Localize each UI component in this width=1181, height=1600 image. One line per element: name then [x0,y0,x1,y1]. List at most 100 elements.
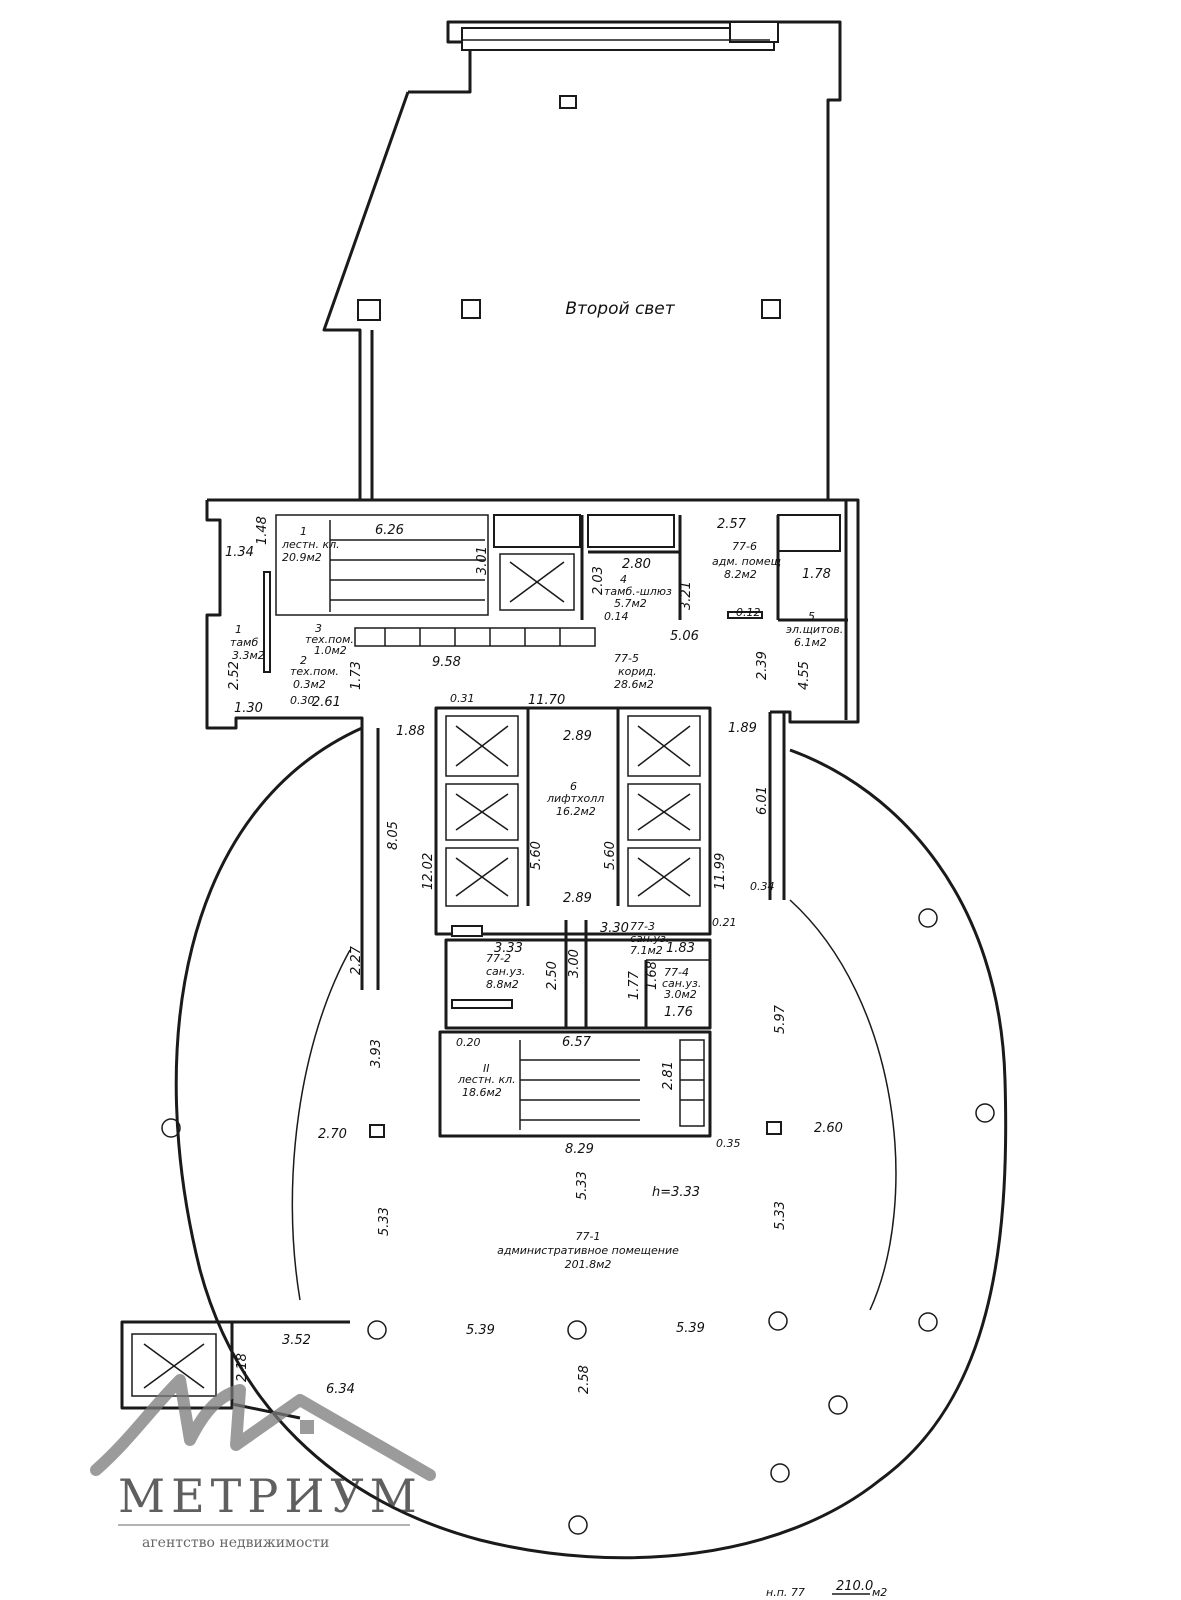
room-wc2-name: сан.уз. [486,965,525,978]
dim: 12.02 [421,853,436,890]
room-corr5-num: 77-5 [614,652,639,665]
room-tech3-num: 3 [315,622,322,635]
room-tech2-num: 2 [300,654,307,667]
dim: 2.89 [563,891,592,906]
room-wc3-num: 77-3 [630,920,655,933]
dim: 2.50 [545,961,560,990]
room-labels: 1 лестн. кл. 20.9м2 1 тамб 3.3м2 3 тех.п… [230,525,843,1271]
ceiling-height: h=3.33 [652,1185,700,1200]
total-area-note: н.п. 77 210.0 м2 [766,1579,887,1599]
small-lift [120,1320,350,1420]
dim: 0.21 [712,916,737,929]
room-lift6-name: лифтхолл [546,792,604,805]
room-admin6-num: 77-6 [732,540,757,553]
dim: 0.20 [456,1036,481,1049]
dim: 1.68 [645,961,660,990]
dim: 8.29 [565,1142,594,1157]
dim: 2.39 [755,651,770,680]
service-core [205,498,860,730]
room-panel5-num: 5 [808,610,815,623]
room-lift6-area: 16.2м2 [556,805,596,818]
room-tech3-name: тех.пом. [305,633,354,646]
dim: 5.60 [603,841,618,870]
dim: 3.52 [282,1333,311,1348]
dim: 1.89 [728,721,757,736]
watermark-window-icon [300,1420,314,1434]
dim: 5.33 [377,1207,392,1236]
room-corr5-area: 28.6м2 [614,678,654,691]
second-light-label: Второй свет [565,299,675,319]
dim: 5.33 [773,1201,788,1230]
room-wc2-area: 8.8м2 [486,978,519,991]
room-stair2-num: II [483,1062,490,1075]
room-admin6-area: 8.2м2 [724,568,757,581]
room-tech2-area: 0.3м2 [293,678,326,691]
dim: 3.00 [567,949,582,978]
room-stair2-name: лестн. кл. [457,1073,516,1086]
room-wc4-num: 77-4 [664,966,689,979]
dim: 2.27 [349,945,364,975]
elevator-block [434,706,712,936]
room-vest4-name: тамб.-шлюз [604,585,672,598]
dim: 6.26 [375,523,404,538]
room-wc4-area: 3.0м2 [664,988,697,1001]
dim: 2.18 [235,1353,250,1382]
dim: 0.31 [450,692,475,705]
room-wc3-area: 7.1м2 [630,944,663,957]
dim: 3.93 [369,1039,384,1068]
room-cloak1-name: тамб [230,636,258,649]
dim: 2.52 [227,661,242,690]
dim: 2.61 [312,695,341,710]
room-panel5-area: 6.1м2 [794,636,827,649]
room-admin1-num: 77-1 [576,1230,601,1243]
dim: 5.39 [466,1323,495,1338]
room-tech3-area: 1.0м2 [314,644,347,657]
room-vest4-area: 5.7м2 [614,597,647,610]
room-wc2-num: 77-2 [486,952,511,965]
room-cloak1-area: 3.3м2 [232,649,265,662]
dim: 0.34 [750,880,775,893]
dim: 5.39 [676,1321,705,1336]
room-wc3-name: сан.уз. [630,932,669,945]
dim: 5.97 [773,1004,788,1034]
dim: 2.70 [318,1127,347,1142]
dim: 1.88 [396,724,425,739]
sanitary-block [438,920,712,1138]
watermark-brand: МЕТРИУМ [118,1469,423,1523]
second-light-zone: Второй свет [322,20,848,720]
admin-hall [161,712,1008,1560]
dim: 3.21 [679,581,694,610]
total-prefix: н.п. 77 [766,1586,805,1599]
room-stair2-area: 18.6м2 [462,1086,502,1099]
room-admin1-area: 201.8м2 [565,1258,612,1271]
total-unit: м2 [872,1586,887,1599]
dim: 6.34 [326,1382,355,1397]
room-tech2-name: тех.пом. [290,665,339,678]
dim: 1.83 [666,941,695,956]
dim: 2.03 [591,566,606,595]
room-corr5-name: корид. [618,665,657,678]
dim: 2.80 [622,557,651,572]
dim: 5.60 [529,841,544,870]
room-admin6-name: адм. помещ [712,555,781,568]
dim: 0.12 [736,606,761,619]
dim: 2.60 [814,1121,843,1136]
watermark-logo-icon [90,1374,436,1481]
room-cloak1-num: 1 [235,623,242,636]
room-lift6-num: 6 [570,780,577,793]
room-admin1-name: административное помещение [497,1244,679,1257]
dim: 6.01 [755,786,770,815]
dim: 1.73 [349,661,364,690]
dim: 11.99 [713,853,728,890]
watermark-tagline: агентство недвижимости [142,1535,329,1551]
dim: 2.81 [661,1061,676,1090]
dim: 3.01 [475,546,490,575]
room-stair1-area: 20.9м2 [282,551,322,564]
room-panel5-name: эл.щитов. [786,623,843,636]
room-wc4-name: сан.уз. [662,977,701,990]
dim: 11.70 [528,693,565,708]
dim: 1.30 [234,701,263,716]
dim: 2.89 [563,729,592,744]
dim: 5.33 [575,1171,590,1200]
